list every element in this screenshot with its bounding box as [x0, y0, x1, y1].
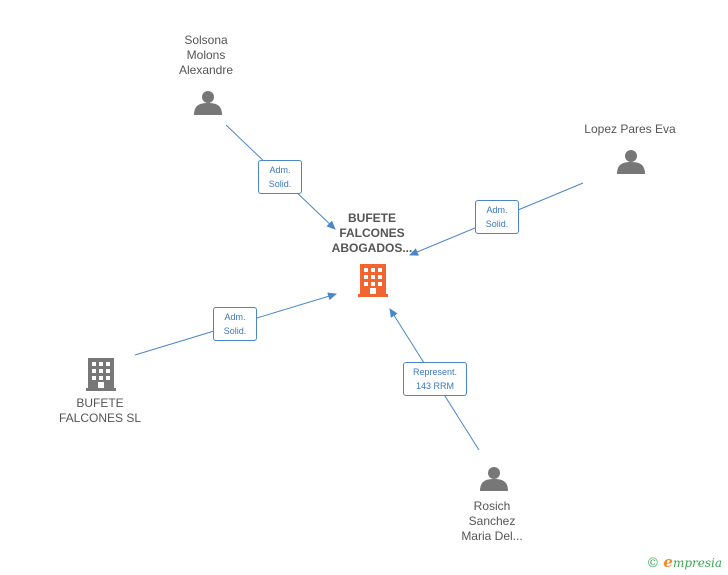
copyright-symbol: © [646, 556, 660, 571]
empresia-logo: ©empresia [646, 553, 722, 571]
building-icon[interactable] [86, 358, 116, 391]
node-label-solsona[interactable]: Solsona Molons Alexandre [178, 33, 234, 77]
person-icon[interactable] [194, 91, 222, 115]
edge-label-bufete-sl[interactable]: Adm. Solid. [213, 307, 257, 341]
edge-label-lopez[interactable]: Adm. Solid. [475, 200, 519, 234]
person-icon[interactable] [617, 150, 645, 174]
node-label-rosich[interactable]: Rosich Sanchez Maria Del... [461, 499, 523, 543]
edge-label-solsona[interactable]: Adm. Solid. [258, 160, 302, 194]
node-label-bufete-sl[interactable]: BUFETE FALCONES SL [58, 396, 142, 425]
building-icon-center[interactable] [358, 264, 388, 297]
node-label-lopez[interactable]: Lopez Pares Eva [584, 122, 676, 136]
person-icon[interactable] [480, 467, 508, 491]
brand-initial: e [663, 553, 673, 571]
edge-label-rosich[interactable]: Represent. 143 RRM [403, 362, 467, 396]
center-node-label[interactable]: BUFETE FALCONES ABOGADOS... [331, 211, 413, 255]
brand-name: mpresia [672, 556, 722, 570]
